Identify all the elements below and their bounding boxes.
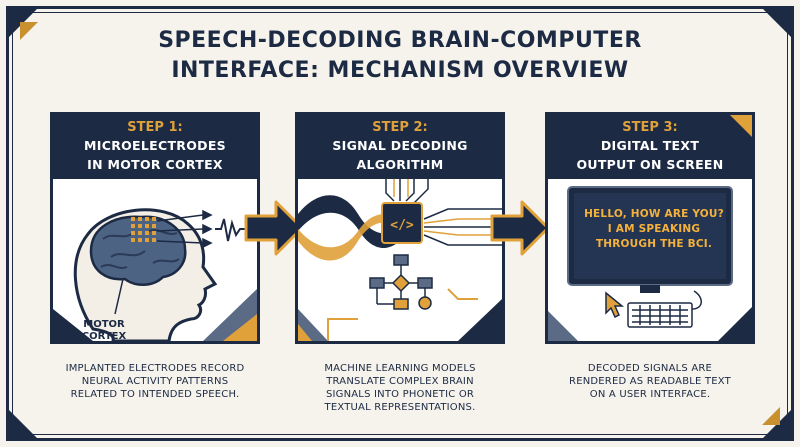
keyboard-icon (627, 290, 702, 328)
monitor-icon (567, 186, 733, 293)
step-title: IN MOTOR CORTEX (87, 157, 223, 172)
chip-glyph: </> (390, 218, 414, 233)
mouse-cursor-icon (605, 291, 625, 319)
step-title: DIGITAL TEXT (600, 138, 700, 153)
inner-frame (12, 12, 788, 435)
title-line: SPEECH-DECODING BRAIN-COMPUTER (158, 28, 642, 53)
flowchart-icon (369, 254, 433, 310)
corner-ornament (6, 407, 40, 441)
step-title: SIGNAL DECODING (332, 138, 468, 153)
corner-accent (20, 22, 38, 40)
step-caption-2: MACHINE LEARNING MODELS TRANSLATE COMPLE… (324, 363, 476, 413)
step-caption-1: IMPLANTED ELECTRODES RECORD NEURAL ACTIV… (65, 363, 245, 400)
signal-wave-icon (215, 218, 249, 242)
step-header: STEP 2: SIGNAL DECODING ALGORITHM (298, 115, 502, 179)
decoding-illustration: </> (298, 179, 502, 341)
electrode-grid-icon (131, 217, 156, 242)
step-label: STEP 3: (622, 120, 678, 135)
code-chip-icon: </> (381, 202, 423, 244)
corner-ornament (760, 6, 794, 40)
step-panel-2: STEP 2: SIGNAL DECODING ALGORITHM </> (295, 112, 505, 344)
outer-frame (6, 6, 794, 441)
step-label: STEP 1: (127, 120, 183, 135)
title-line: INTERFACE: MECHANISM OVERVIEW (171, 58, 629, 83)
output-illustration (548, 179, 752, 341)
right-arrow-icon (490, 200, 550, 256)
right-arrow-icon (244, 200, 304, 256)
corner-accent (762, 407, 780, 425)
step-title: ALGORITHM (356, 157, 444, 172)
header-accent (730, 115, 752, 137)
step-header: STEP 1: MICROELECTRODES IN MOTOR CORTEX (53, 115, 257, 179)
head-profile-icon (53, 179, 257, 341)
step-panel-3: STEP 3: DIGITAL TEXT OUTPUT ON SCREEN HE… (545, 112, 755, 344)
page-title: SPEECH-DECODING BRAIN-COMPUTER INTERFACE… (100, 26, 700, 86)
step-label: STEP 2: (372, 120, 428, 135)
step-title: OUTPUT ON SCREEN (576, 157, 724, 172)
step-title: MICROELECTRODES (84, 138, 226, 153)
step-caption-3: DECODED SIGNALS ARE RENDERED AS READABLE… (569, 363, 731, 400)
screen-output-text: HELLO, HOW ARE YOU? I AM SPEAKING THROUG… (584, 208, 724, 250)
step-panel-1: STEP 1: MICROELECTRODES IN MOTOR CORTEX … (50, 112, 260, 344)
motor-cortex-label: MOTOR CORTEX (81, 319, 127, 342)
step-header: STEP 3: DIGITAL TEXT OUTPUT ON SCREEN (548, 115, 752, 179)
